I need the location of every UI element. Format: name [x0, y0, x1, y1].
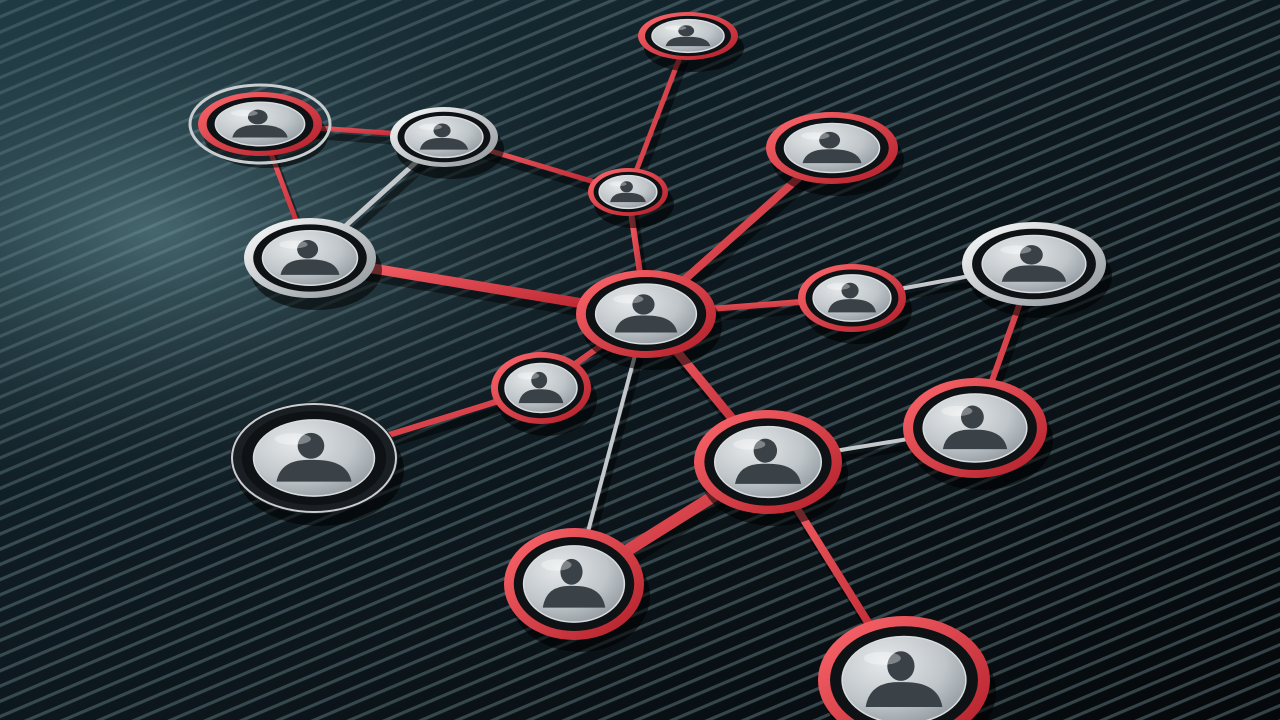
- node-highlight: [279, 240, 308, 249]
- network-node: [230, 402, 404, 526]
- network-node: [798, 264, 912, 344]
- network-node: [504, 528, 650, 652]
- network-node: [188, 83, 332, 168]
- node-highlight: [274, 433, 311, 445]
- network-nodes: [188, 12, 1112, 720]
- node-highlight: [941, 405, 973, 417]
- node-outer-silver-ring: [231, 403, 397, 513]
- node-highlight: [801, 132, 830, 140]
- person-silhouette-icon: [610, 181, 646, 203]
- network-node: [818, 616, 996, 720]
- person-silhouette-icon: [734, 438, 802, 484]
- node-highlight: [541, 559, 572, 571]
- node-highlight: [733, 439, 766, 450]
- network-node: [576, 270, 722, 370]
- node-halo-ring: [188, 83, 332, 165]
- network-node: [390, 107, 504, 179]
- node-highlight: [1000, 245, 1032, 255]
- person-silhouette-icon: [802, 131, 862, 164]
- node-highlight: [230, 109, 258, 117]
- node-highlight: [517, 372, 540, 380]
- network-node: [766, 112, 904, 196]
- person-silhouette-icon: [276, 432, 352, 482]
- person-silhouette-icon: [419, 123, 469, 150]
- network-node: [903, 378, 1053, 490]
- network-node: [962, 222, 1112, 318]
- node-highlight: [826, 282, 851, 290]
- network-node: [694, 410, 848, 526]
- person-silhouette-icon: [942, 405, 1008, 450]
- person-silhouette-icon: [542, 558, 606, 608]
- person-silhouette-icon: [665, 25, 711, 47]
- node-highlight: [863, 651, 901, 665]
- network-node: [491, 352, 597, 436]
- person-silhouette-icon: [280, 240, 340, 275]
- network-node: [244, 218, 382, 310]
- network-node: [638, 12, 744, 72]
- person-silhouette-icon: [865, 651, 943, 707]
- person-silhouette-icon: [614, 294, 678, 333]
- person-silhouette-icon: [232, 109, 288, 138]
- person-silhouette-icon: [1001, 245, 1067, 282]
- node-highlight: [613, 294, 644, 304]
- node-highlight: [609, 181, 627, 187]
- person-silhouette-icon: [518, 371, 564, 404]
- network-node: [588, 168, 674, 228]
- person-silhouette-icon: [827, 282, 877, 313]
- node-highlight: [418, 123, 443, 130]
- node-highlight: [664, 25, 687, 31]
